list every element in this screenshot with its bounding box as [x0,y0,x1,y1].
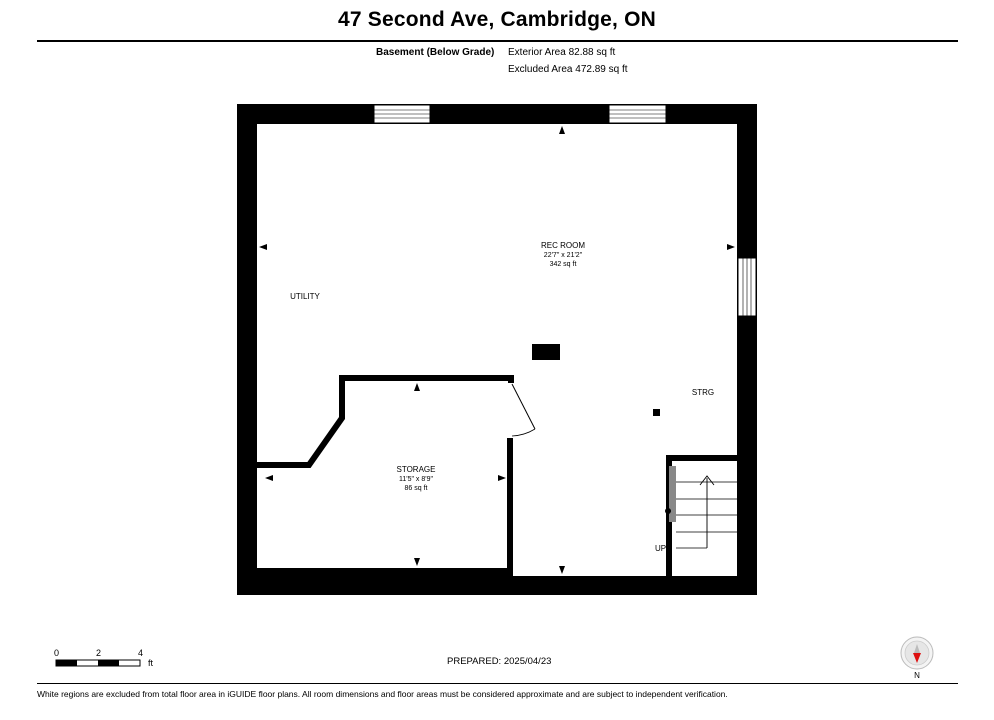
windows [373,104,757,317]
wall-north [237,104,756,124]
stair-railing [669,466,676,522]
rec-room-name: REC ROOM [541,241,585,250]
storage-walls [257,375,514,571]
wall-west [237,104,257,595]
window-east [737,257,757,317]
window-north-1 [373,104,431,124]
scale-unit: ft [148,658,154,668]
level-label: Basement (Below Grade) [376,47,495,58]
excluded-area: Excluded Area 472.89 sq ft [508,64,628,75]
page-title: 47 Second Ave, Cambridge, ON [338,8,656,31]
scale-tick-0: 0 [54,648,59,658]
scale-bar: 0 2 4 ft [54,648,154,668]
utility-name: UTILITY [290,292,320,301]
strg-name: STRG [692,388,714,397]
dimension-markers [259,126,735,574]
stairs-up-label: UP [655,544,666,553]
door-swing [511,383,536,437]
column-fixture [532,344,560,360]
rec-room-area: 342 sq ft [550,261,577,268]
exterior-walls [237,104,757,595]
compass-north-label: N [914,671,920,680]
post-fixture [653,409,660,416]
scale-tick-4: 4 [138,648,143,658]
header-divider [37,40,958,42]
window-north-2 [608,104,667,124]
storage-area: 86 sq ft [405,485,428,492]
compass-icon: N [900,636,934,680]
exterior-area: Exterior Area 82.88 sq ft [508,47,616,58]
storage-name: STORAGE [397,465,436,474]
wall-east [737,104,757,595]
storage-dimensions: 11'5" x 8'9" [399,476,433,483]
prepared-date: PREPARED: 2025/04/23 [447,656,552,667]
rec-room-dimensions: 22'7" x 21'2" [544,252,583,259]
footer-divider [37,683,958,684]
wall-south-west [237,568,513,595]
stairs: UP [655,455,737,576]
scale-tick-2: 2 [96,648,101,658]
footer-disclaimer: White regions are excluded from total fl… [37,689,728,699]
